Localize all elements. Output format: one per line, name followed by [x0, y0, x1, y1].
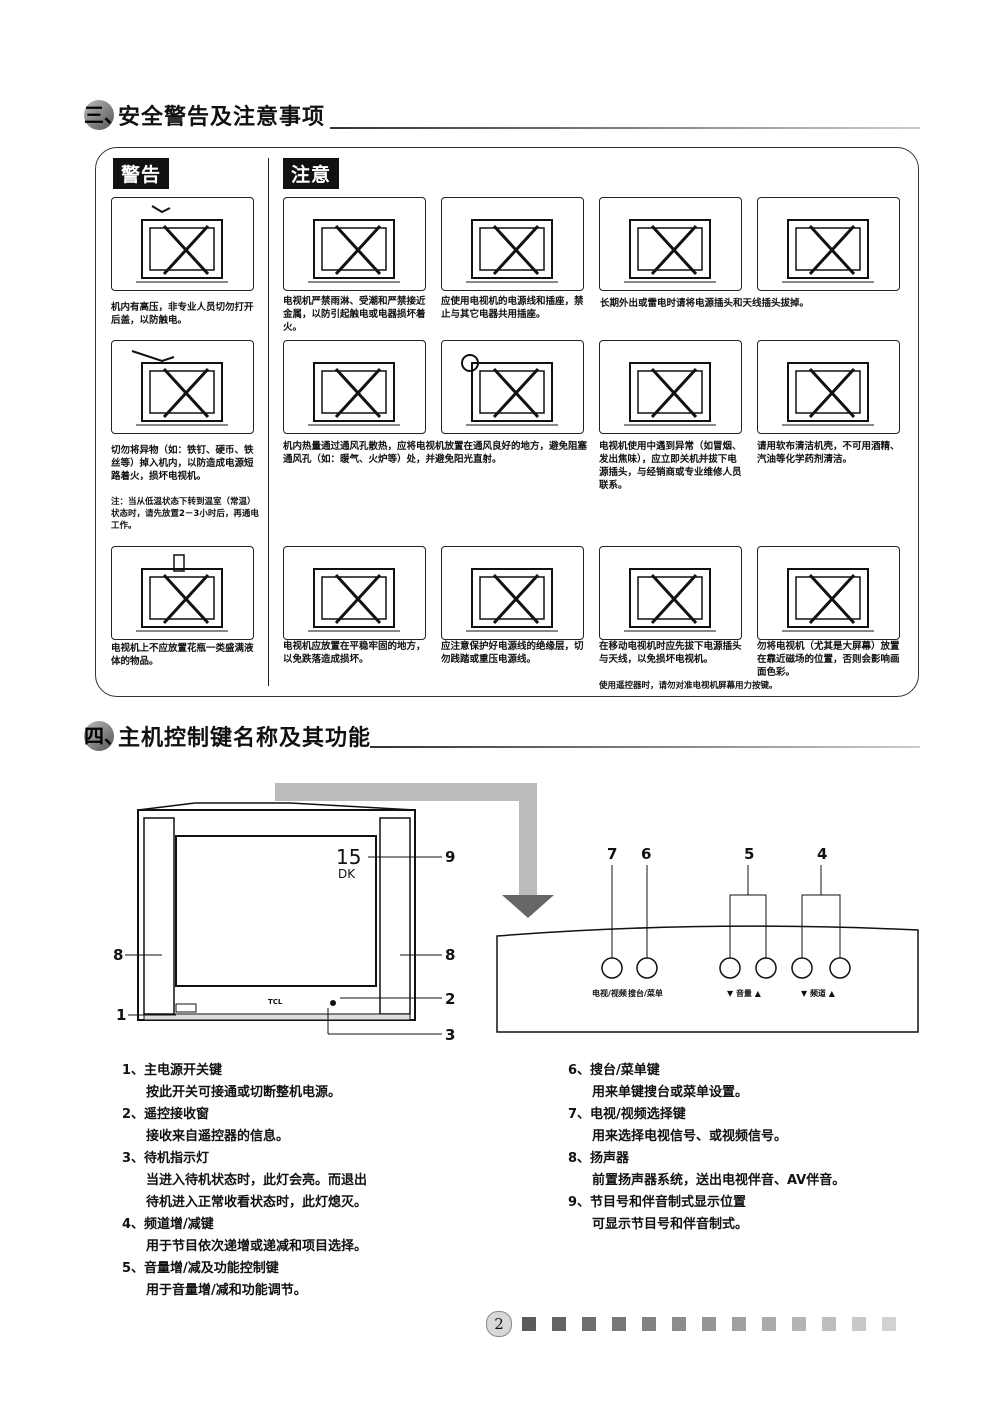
caution-caption-2: 应使用电视机的电源线和插座，禁止与其它电器共用插座。 — [441, 296, 584, 320]
footer-square — [882, 1317, 896, 1331]
section4-rule — [370, 746, 920, 748]
item-6-heading: 6、搜台/菜单键 — [568, 1063, 660, 1078]
caution-caption-11: 使用遥控器时，请勿对准电视机屏幕用力按键。 — [599, 681, 778, 691]
item-1-text: 按此开关可接通或切断整机电源。 — [146, 1085, 342, 1100]
footer-square — [792, 1317, 806, 1331]
caution-image-8 — [757, 340, 900, 434]
footer-square — [762, 1317, 776, 1331]
section4-number: 四、 — [84, 721, 124, 751]
callout-8-left: 8 — [113, 946, 124, 964]
panel-label-search-menu: 搜台/菜单 — [628, 989, 663, 998]
caution-image-4 — [757, 197, 900, 291]
section3-title: 安全警告及注意事项 — [118, 105, 326, 130]
warning-image-2 — [111, 340, 254, 434]
warning-image-3 — [111, 546, 254, 640]
footer-square — [702, 1317, 716, 1331]
panel-label-volume: ▼ 音量 ▲ — [727, 989, 761, 998]
item-9-heading: 9、节目号和伴音制式显示位置 — [568, 1195, 747, 1210]
section3-rule — [330, 127, 920, 129]
item-4-heading: 4、频道增/减键 — [122, 1217, 214, 1232]
caution-image-9 — [283, 546, 426, 640]
item-8-heading: 8、扬声器 — [568, 1151, 630, 1166]
warning-note: 注：当从低温状态下转到温室（常温）状态时，请先放置2－3小时后，再通电工作。 — [111, 497, 259, 531]
footer-square — [522, 1317, 536, 1331]
item-3-text: 当进入待机状态时，此灯会亮。而退出 — [146, 1173, 368, 1188]
callout-8-right: 8 — [445, 946, 456, 964]
item-4-text: 用于节目依次递增或递减和项目选择。 — [146, 1239, 368, 1254]
section4-header: 四、 主机控制键名称及其功能 — [84, 720, 371, 752]
warning-caption-1: 机内有高压，非专业人员切勿打开后盖，以防触电。 — [111, 302, 254, 326]
caution-caption-7: 电视机应放置在平稳牢固的地方，以免跌落造成损坏。 — [283, 641, 426, 665]
caution-image-12 — [757, 546, 900, 640]
item-2-text: 接收来自遥控器的信息。 — [146, 1129, 290, 1144]
item-5-text: 用于音量增/减和功能调节。 — [146, 1283, 307, 1298]
item-3-heading: 3、待机指示灯 — [122, 1151, 210, 1166]
footer-square — [582, 1317, 596, 1331]
page-number: 2 — [486, 1311, 512, 1337]
callout-5: 5 — [744, 845, 755, 863]
caution-caption-1: 电视机严禁雨淋、受潮和严禁接近金属，以防引起触电或电器损坏着火。 — [283, 296, 426, 333]
warning-caption-2: 切勿将异物（如：铁钉、硬币、铁丝等）掉入机内，以防造成电源短路着火，损坏电视机。 — [111, 445, 254, 482]
tv-diagram — [125, 783, 919, 1035]
panel-label-channel: ▼ 频道 ▲ — [801, 989, 835, 998]
panel-divider — [268, 158, 269, 686]
caution-caption-3: 长期外出或雷电时请将电源插头和天线插头拔掉。 — [600, 298, 810, 309]
caution-caption-8: 应注意保护好电源线的绝缘层，切勿践踏或重压电源线。 — [441, 641, 584, 665]
footer-square — [642, 1317, 656, 1331]
section3-number: 三、 — [84, 100, 124, 130]
caution-caption-4: 机内热量通过通风孔散热，应将电视机放置在通风良好的地方，避免阻塞通风孔（如：暖气… — [283, 441, 588, 465]
safety-panel — [95, 147, 919, 697]
footer-square — [822, 1317, 836, 1331]
callout-9: 9 — [445, 848, 456, 866]
footer-square — [672, 1317, 686, 1331]
caution-image-10 — [441, 546, 584, 640]
warning-tag: 警告 — [113, 158, 170, 189]
item-1-heading: 1、主电源开关键 — [122, 1063, 223, 1078]
section3-header: 三、 安全警告及注意事项 — [84, 99, 325, 131]
caution-image-11 — [599, 546, 742, 640]
caution-image-2 — [441, 197, 584, 291]
item-3-text-2: 待机进入正常收看状态时，此灯熄灭。 — [146, 1195, 368, 1210]
item-6-text: 用来单键搜台或菜单设置。 — [592, 1085, 749, 1100]
warning-image-1 — [111, 197, 254, 291]
panel-label-tv-av: 电视/视频 — [592, 989, 627, 998]
caution-image-7 — [599, 340, 742, 434]
item-7-heading: 7、电视/视频选择键 — [568, 1107, 686, 1122]
description-list-left: 1、主电源开关键 按此开关可接通或切断整机电源。 2、遥控接收窗 接收来自遥控器… — [122, 1060, 462, 1302]
item-8-text: 前置扬声器系统，送出电视伴音、AV伴音。 — [592, 1173, 846, 1188]
footer-square — [552, 1317, 566, 1331]
caution-image-5 — [283, 340, 426, 434]
caution-caption-6: 请用软布清洁机壳，不可用酒精、汽油等化学药剂清洁。 — [757, 441, 900, 465]
callout-4: 4 — [817, 845, 828, 863]
tv-channel-number: 15 — [336, 845, 362, 869]
item-2-heading: 2、遥控接收窗 — [122, 1107, 210, 1122]
footer-square — [852, 1317, 866, 1331]
callout-1: 1 — [116, 1006, 127, 1024]
description-list-right: 6、搜台/菜单键 用来单键搜台或菜单设置。 7、电视/视频选择键 用来选择电视信… — [568, 1060, 908, 1236]
item-7-text: 用来选择电视信号、或视频信号。 — [592, 1129, 788, 1144]
callout-2: 2 — [445, 990, 456, 1008]
caution-tag: 注意 — [283, 158, 340, 189]
footer-square — [732, 1317, 746, 1331]
item-9-text: 可显示节目号和伴音制式。 — [592, 1217, 749, 1232]
caution-image-3 — [599, 197, 742, 291]
caution-image-6 — [441, 340, 584, 434]
caution-caption-9: 在移动电视机时应先拔下电源插头与天线，以免损坏电视机。 — [599, 641, 742, 665]
footer-square — [612, 1317, 626, 1331]
callout-3: 3 — [445, 1026, 456, 1044]
tv-sound-system: DK — [338, 867, 356, 881]
warning-caption-3: 电视机上不应放置花瓶一类盛满液体的物品。 — [111, 643, 254, 667]
callout-6: 6 — [641, 845, 652, 863]
section4-title: 主机控制键名称及其功能 — [118, 726, 372, 751]
tv-brand-logo: TCL — [268, 998, 283, 1006]
caution-image-1 — [283, 197, 426, 291]
item-5-heading: 5、音量增/减及功能控制键 — [122, 1261, 279, 1276]
caution-caption-5: 电视机使用中遇到异常（如冒烟、发出焦味），应立即关机并拔下电源插头，与经销商或专… — [599, 441, 742, 491]
caution-caption-10: 勿将电视机（尤其是大屏幕）放置在靠近磁场的位置，否则会影响画面色彩。 — [757, 641, 900, 678]
callout-7: 7 — [607, 845, 618, 863]
